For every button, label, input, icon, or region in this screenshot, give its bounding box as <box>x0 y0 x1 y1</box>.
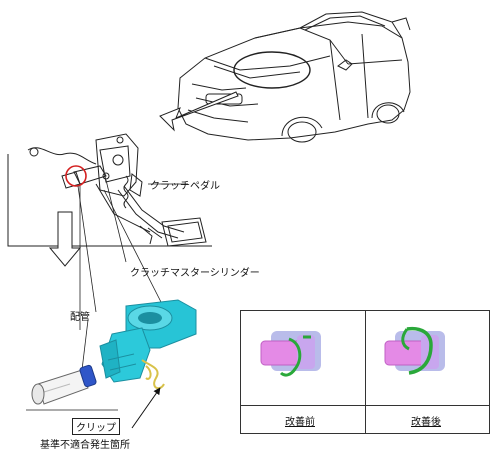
clip-arrow <box>131 387 161 429</box>
before-label: 改善前 <box>285 417 315 428</box>
zoomed-cylinder <box>99 299 197 383</box>
before-image <box>260 331 321 377</box>
clutch-pedal-assembly <box>7 133 212 247</box>
leader-lines <box>77 179 188 371</box>
label-nonconformity-location: 基準不適合発生箇所 <box>40 440 130 451</box>
car-drawing <box>177 11 411 143</box>
panel-row-divider <box>241 405 489 406</box>
after-image <box>384 326 445 375</box>
pointer-arrow-car <box>159 91 239 132</box>
before-after-panel: 改善前 改善後 <box>240 310 490 434</box>
label-clutch-pedal: クラッチペダル <box>150 181 220 192</box>
pointer-arrow-down <box>48 211 82 267</box>
after-label: 改善後 <box>411 417 441 428</box>
panel-divider <box>365 311 366 433</box>
label-clutch-master-cylinder: クラッチマスターシリンダー <box>130 268 260 279</box>
label-piping: 配管 <box>70 312 90 323</box>
label-clip: クリップ <box>72 418 120 435</box>
fault-highlight-circle <box>65 165 87 187</box>
pipe-fitting <box>31 364 97 405</box>
